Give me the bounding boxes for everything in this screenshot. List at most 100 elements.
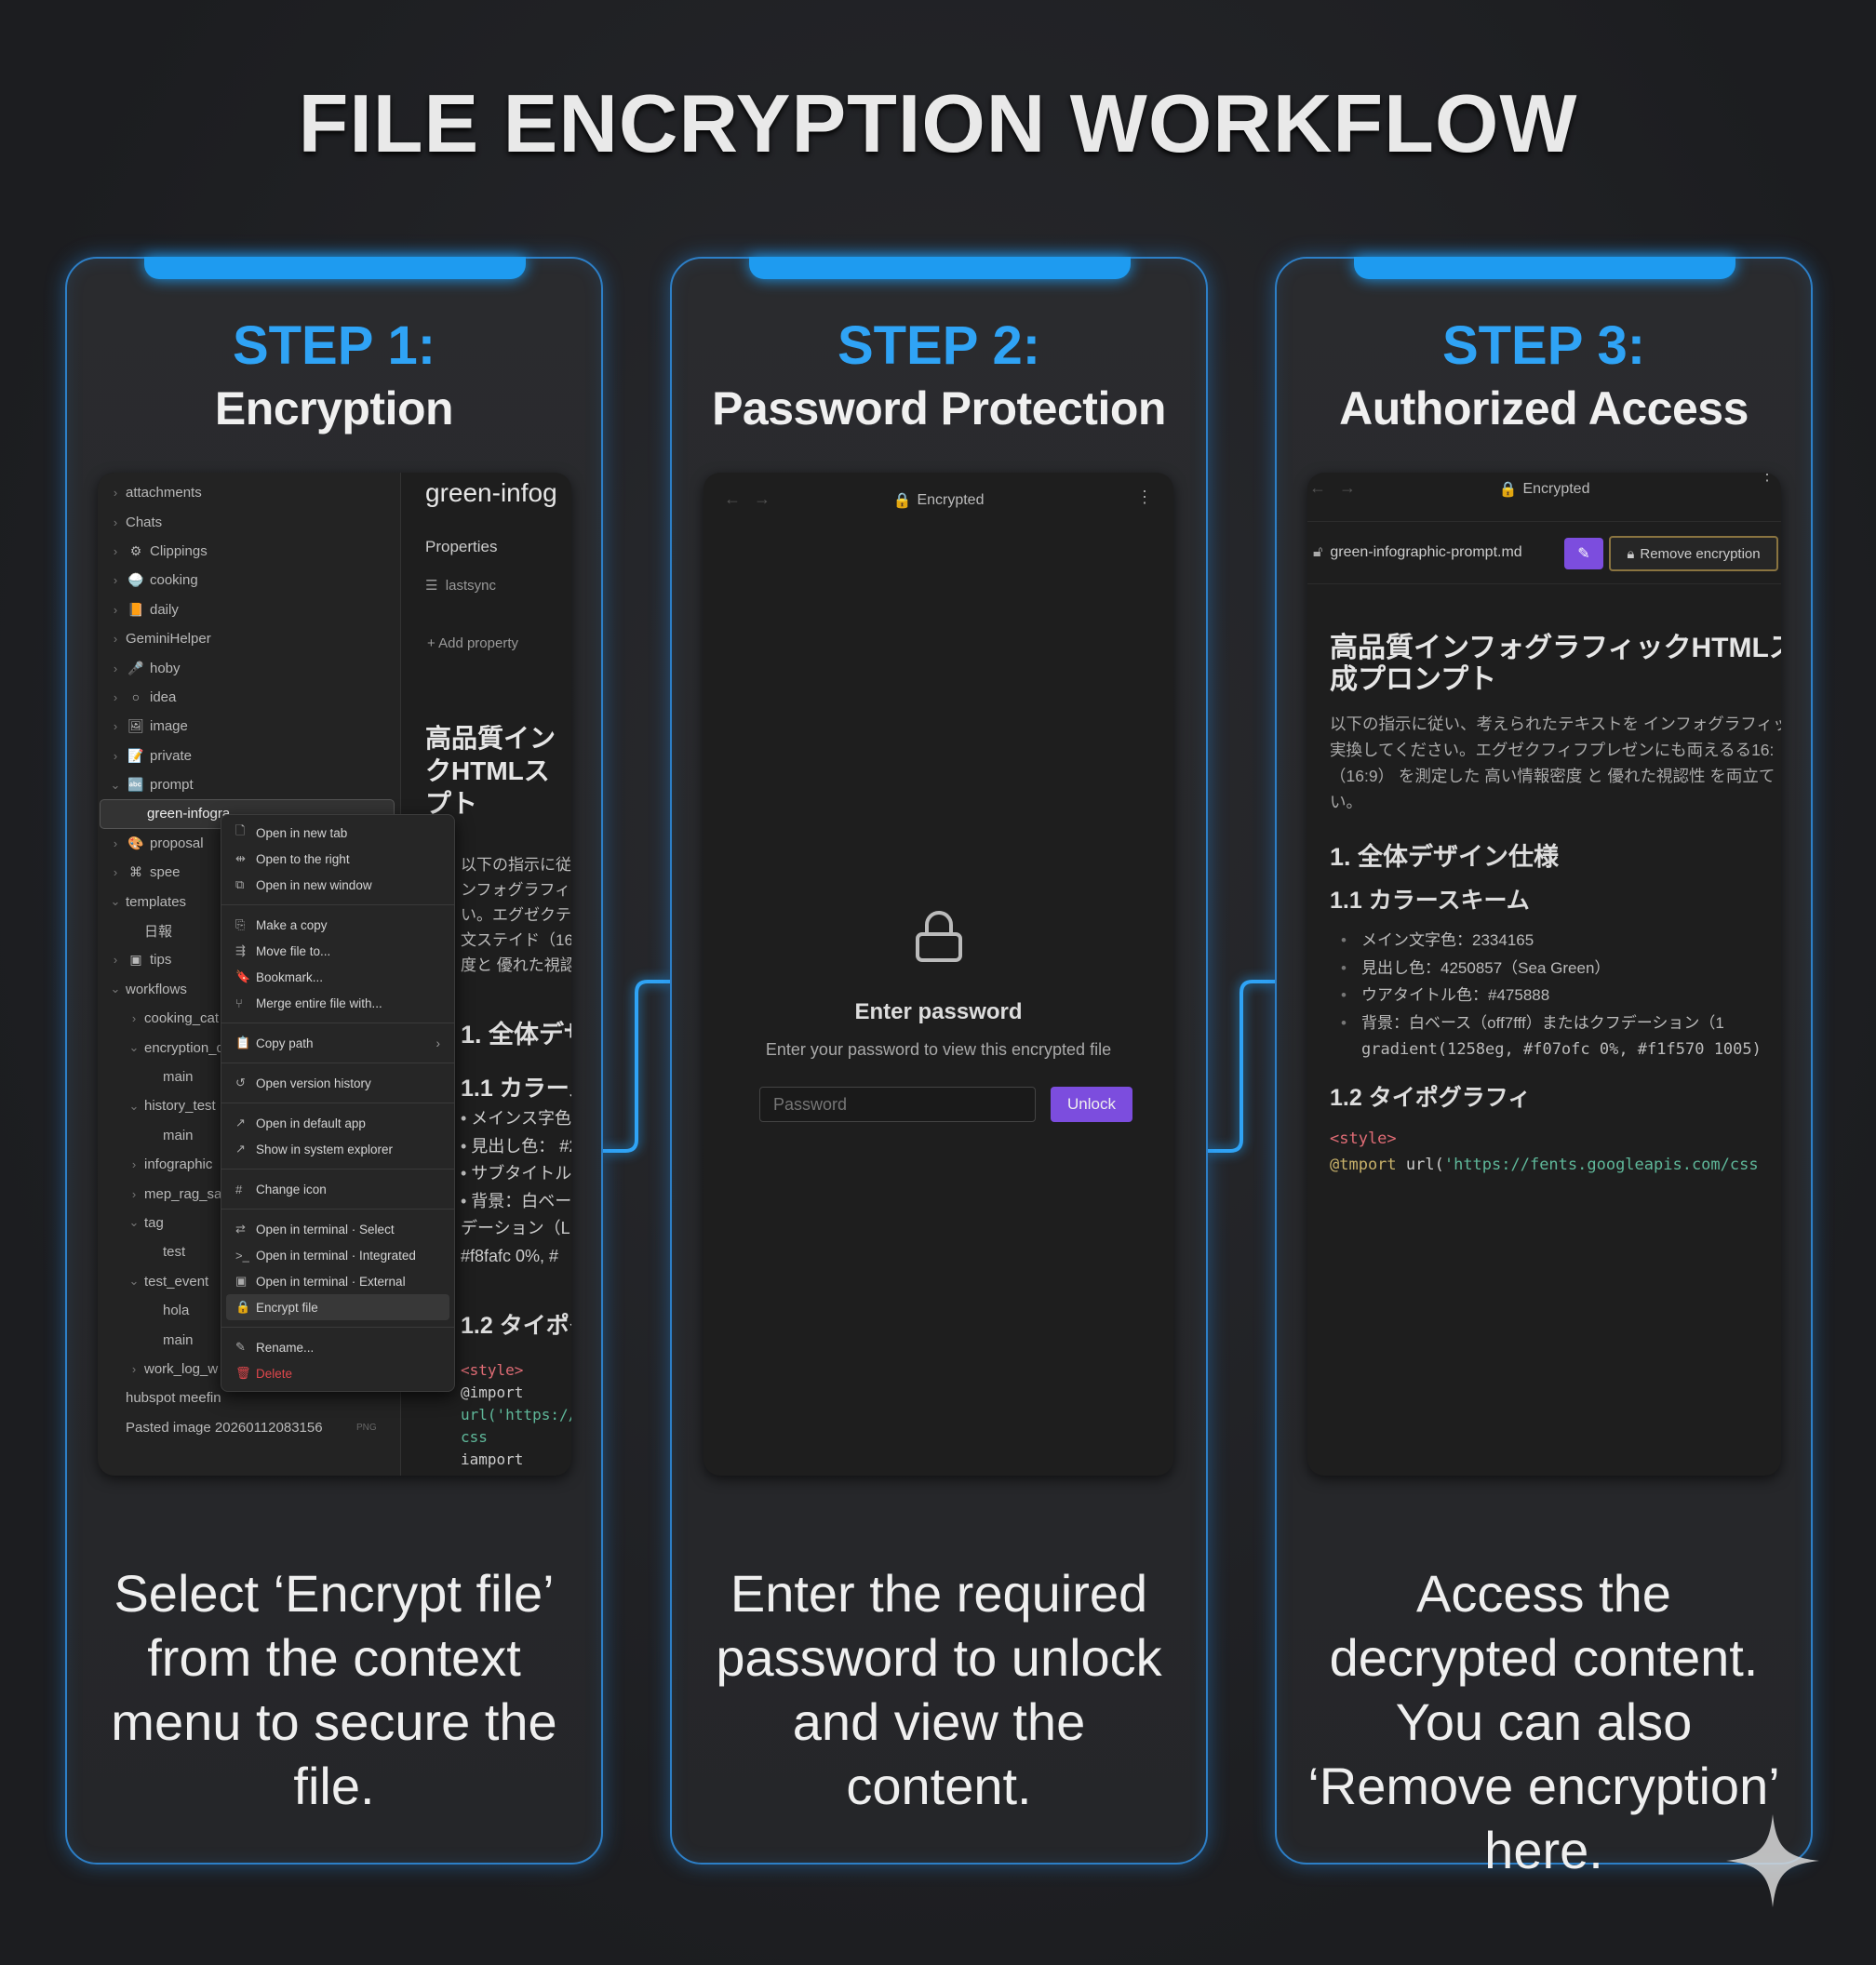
obsidian-screenshot: ›attachments›Chats›⚙Clippings›🍚cooking›📙…	[98, 473, 571, 1476]
sidebar-item[interactable]: ›🖼image	[98, 712, 400, 741]
step-2-panel: STEP 2: Password Protection ←→ 🔒 Encrypt…	[670, 257, 1208, 1865]
bookmark-icon: 🔖	[235, 969, 251, 983]
sidebar-item[interactable]: ›▣tips	[98, 945, 400, 974]
menu-item[interactable]: ⇹Open to the right	[226, 846, 449, 872]
folder-emoji-icon: ▣	[129, 952, 142, 968]
menu-item[interactable]: 🗋Open in new tab	[226, 820, 449, 846]
sidebar-item-label: main	[163, 1069, 194, 1085]
sidebar-item[interactable]: ⌄history_test	[98, 1091, 400, 1120]
sidebar-item[interactable]: hubspot meefin	[98, 1384, 400, 1412]
sidebar-item[interactable]: main	[98, 1325, 400, 1354]
password-input[interactable]	[759, 1087, 1036, 1122]
sidebar-item[interactable]: ⌄ test_event	[98, 1267, 400, 1296]
menu-item[interactable]: 🔖Bookmark...	[226, 964, 449, 990]
nav-arrows-icon[interactable]: ←→	[724, 489, 784, 508]
menu-item-label: Open in terminal · Select	[256, 1222, 395, 1236]
menu-item[interactable]: 🔒Encrypt file	[226, 1294, 449, 1320]
page-title: FILE ENCRYPTION WORKFLOW	[298, 77, 1578, 169]
sidebar-item[interactable]: ›work_log_w	[98, 1355, 400, 1384]
sidebar-item[interactable]: ›mep_rag_sa	[98, 1179, 400, 1208]
sidebar-item-label: Pasted image 20260112083156	[126, 1419, 323, 1436]
sidebar-item-label: idea	[150, 688, 177, 705]
sidebar-item[interactable]: main	[98, 1121, 400, 1150]
sidebar-item[interactable]: ⌄encryption_d	[98, 1033, 400, 1062]
menu-item[interactable]: >_Open in terminal · Integrated	[226, 1242, 449, 1268]
chevron-icon: ›	[113, 661, 118, 675]
sidebar-item-label: daily	[150, 601, 179, 618]
menu-item[interactable]: ⑂Merge entire file with...	[226, 990, 449, 1016]
chevron-icon: ›	[131, 1011, 137, 1026]
sidebar-item[interactable]: ›📝private	[98, 742, 400, 770]
sidebar-item[interactable]: ⌄tag	[98, 1209, 400, 1237]
sidebar-item[interactable]: main	[98, 1063, 400, 1091]
sidebar-item[interactable]: ›🎨proposal	[98, 829, 400, 858]
code-line: css	[461, 1428, 488, 1446]
sidebar-item[interactable]: ›⚙Clippings	[98, 537, 400, 566]
code-import-line: @tmport url('https://fents.googleapis.co…	[1330, 1156, 1759, 1174]
menu-item[interactable]: 📋Copy path›	[226, 1030, 449, 1056]
step-label: STEP 3:	[1441, 315, 1646, 376]
terminal-icon: >_	[235, 1248, 249, 1263]
more-options-icon[interactable]: ⋮	[1759, 473, 1776, 484]
lock-icon: 🔒	[892, 493, 912, 509]
note-title: green-infog	[425, 478, 557, 507]
unlock-button[interactable]: Unlock	[1051, 1087, 1132, 1122]
decrypted-view-screenshot: ←→ 🔒 Encrypted ⋮ 🔓︎ green-infographic-pr…	[1307, 473, 1781, 1476]
sidebar-item-label: prompt	[150, 777, 194, 794]
open-new-tab-icon: 🗋	[235, 823, 246, 837]
menu-item[interactable]: ⎘Make a copy	[226, 912, 449, 938]
more-options-icon[interactable]: ⋮	[1136, 488, 1153, 506]
sidebar-item[interactable]: test	[98, 1237, 400, 1266]
subsection-heading: 1.1 カラースキーム	[1330, 888, 1530, 914]
sidebar-item[interactable]: 日報	[98, 916, 400, 945]
menu-item[interactable]: ⇶Move file to...	[226, 938, 449, 964]
sidebar-item[interactable]: ›GeminiHelper	[98, 624, 400, 653]
sidebar-item[interactable]: ›Chats	[98, 507, 400, 536]
chevron-icon: ›	[113, 515, 118, 529]
chevron-icon: ⌄	[128, 1274, 140, 1289]
sidebar-item[interactable]: ⌄🔤prompt	[98, 770, 400, 799]
sidebar-item-label: GeminiHelper	[126, 631, 211, 648]
chevron-icon: ›	[113, 865, 118, 880]
sidebar-item[interactable]: ›attachments	[98, 478, 400, 507]
nav-arrows-icon[interactable]: ←→	[1309, 478, 1369, 497]
menu-item[interactable]: ▣Open in terminal · External	[226, 1268, 449, 1294]
clipboard-icon: 📋	[235, 1036, 251, 1049]
menu-item[interactable]: ↺Open version history	[226, 1070, 449, 1096]
property-lastsync[interactable]: ☰ lastsync	[425, 578, 496, 594]
menu-item[interactable]: ⧉Open in new window	[226, 872, 449, 898]
sidebar-item[interactable]: ›○idea	[98, 683, 400, 712]
sidebar-item[interactable]: ›📙daily	[98, 595, 400, 624]
sidebar-item[interactable]: ⌄workflows	[98, 975, 400, 1004]
remove-encryption-button[interactable]: 🔒︎Remove encryption	[1609, 536, 1778, 571]
edit-button[interactable]: ✎	[1564, 538, 1603, 569]
chevron-icon: ⌄	[128, 1040, 140, 1055]
bullet-item: • メインス字色：	[461, 1109, 571, 1128]
sidebar-item[interactable]: ›infographic	[98, 1150, 400, 1179]
folder-emoji-icon: 🎤	[127, 660, 144, 675]
folder-emoji-icon: ⚙	[129, 542, 142, 558]
bullet-item: • 背景：白ベース	[461, 1191, 571, 1210]
add-property-button[interactable]: + Add property	[427, 635, 518, 651]
sidebar-item[interactable]: ›⌘spee	[98, 858, 400, 887]
step-caption: Select ‘Encrypt file’ from the context m…	[111, 1564, 557, 1815]
menu-item[interactable]: ⇄Open in terminal · Select	[226, 1216, 449, 1242]
sidebar-item[interactable]: ›🍚cooking	[98, 566, 400, 595]
subsection-heading-2: 1.2 タイポグラ	[461, 1313, 571, 1339]
list-icon: ☰	[425, 578, 446, 594]
menu-item-label: Encrypt file	[256, 1300, 318, 1315]
menu-item[interactable]: #Change icon	[226, 1176, 449, 1202]
sidebar-item[interactable]: ›🎤hoby	[98, 653, 400, 682]
sidebar-item[interactable]: ⌄templates	[98, 887, 400, 916]
menu-item[interactable]: 🗑Delete	[226, 1360, 449, 1386]
menu-item[interactable]: ✎Rename...	[226, 1334, 449, 1360]
menu-item[interactable]: ↗Show in system explorer	[226, 1136, 449, 1162]
sidebar-item[interactable]: hola	[98, 1296, 400, 1325]
bullet-dot: •	[1341, 1013, 1347, 1032]
sidebar-item[interactable]: ›cooking_cat	[98, 1004, 400, 1033]
code-line: <style>	[461, 1361, 524, 1379]
sidebar-item-label: test_event	[144, 1273, 209, 1290]
bullet-item: • 見出し色： #2B	[461, 1136, 571, 1156]
menu-item[interactable]: ↗Open in default app	[226, 1110, 449, 1136]
